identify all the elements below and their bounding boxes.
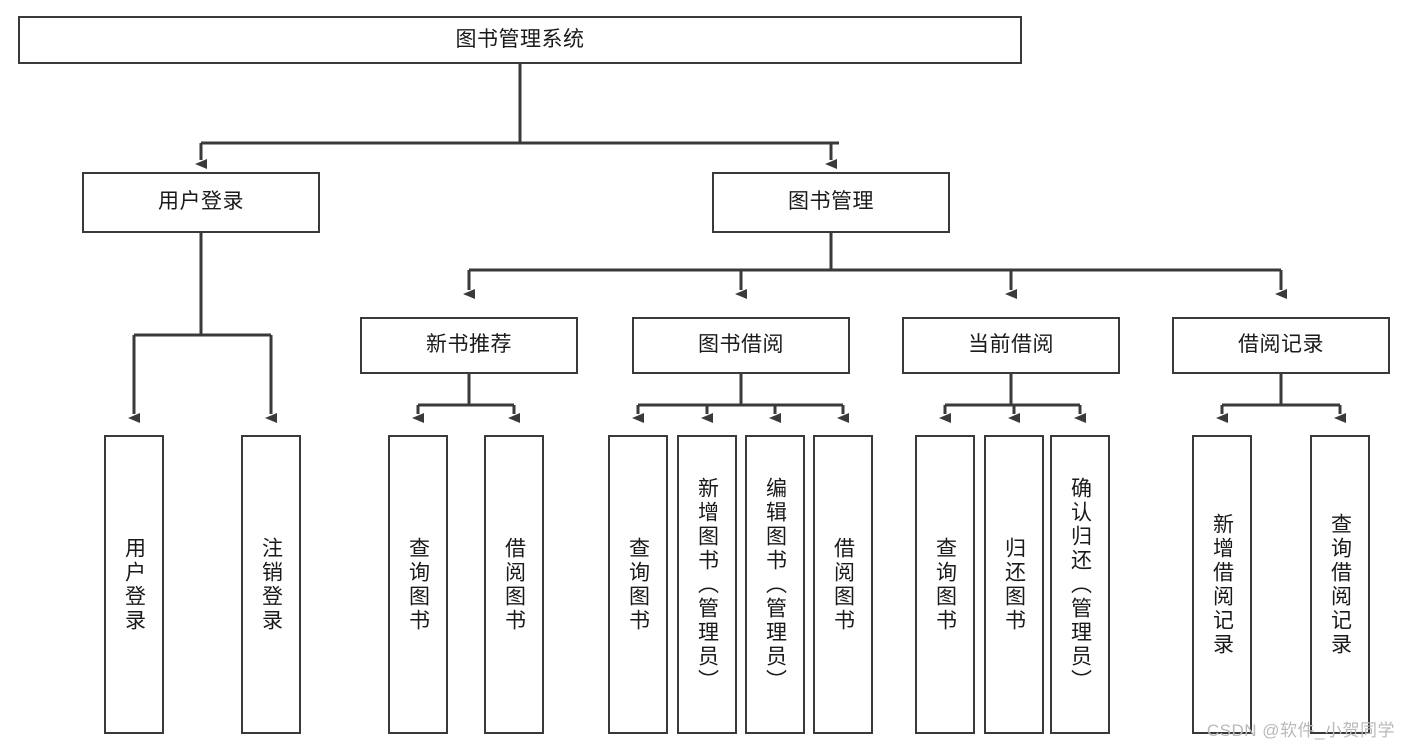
node-leaf-return-book[interactable]: 归还图书 [984, 435, 1044, 734]
node-root-label: 图书管理系统 [455, 27, 585, 51]
node-leaf-query-record[interactable]: 查询借阅记录 [1310, 435, 1370, 734]
node-leaf-add-book-label: 新增图书（管理员） [695, 476, 719, 693]
node-leaf-borrow-book-2-label: 借阅图书 [831, 536, 855, 633]
node-borrow-record-label: 借阅记录 [1238, 333, 1324, 357]
node-leaf-confirm-return[interactable]: 确认归还（管理员） [1050, 435, 1110, 734]
node-leaf-query-book-3-label: 查询图书 [933, 536, 957, 633]
node-book-manage-label: 图书管理 [788, 190, 874, 214]
node-leaf-borrow-book-1[interactable]: 借阅图书 [484, 435, 544, 734]
node-book-borrow[interactable]: 图书借阅 [632, 317, 850, 374]
node-new-book-rec[interactable]: 新书推荐 [360, 317, 578, 374]
node-leaf-query-book-1-label: 查询图书 [406, 536, 430, 633]
node-book-manage[interactable]: 图书管理 [712, 172, 950, 233]
node-current-borrow[interactable]: 当前借阅 [902, 317, 1120, 374]
node-leaf-user-logout[interactable]: 注销登录 [241, 435, 301, 734]
node-leaf-add-record[interactable]: 新增借阅记录 [1192, 435, 1252, 734]
node-leaf-edit-book-label: 编辑图书（管理员） [763, 476, 787, 693]
node-leaf-add-book[interactable]: 新增图书（管理员） [677, 435, 737, 734]
node-leaf-user-login-label: 用户登录 [122, 536, 146, 633]
node-leaf-add-record-label: 新增借阅记录 [1210, 512, 1234, 657]
node-leaf-query-record-label: 查询借阅记录 [1328, 512, 1352, 657]
node-user-login-label: 用户登录 [158, 190, 244, 214]
node-leaf-confirm-return-label: 确认归还（管理员） [1068, 476, 1092, 693]
node-leaf-query-book-2-label: 查询图书 [626, 536, 650, 633]
node-borrow-record[interactable]: 借阅记录 [1172, 317, 1390, 374]
node-current-borrow-label: 当前借阅 [968, 333, 1054, 357]
csdn-watermark: CSDN @软件_小贺同学 [1206, 721, 1395, 740]
node-leaf-query-book-1[interactable]: 查询图书 [388, 435, 448, 734]
node-leaf-query-book-2[interactable]: 查询图书 [608, 435, 668, 734]
node-leaf-borrow-book-1-label: 借阅图书 [502, 536, 526, 633]
node-new-book-rec-label: 新书推荐 [426, 333, 512, 357]
node-leaf-edit-book[interactable]: 编辑图书（管理员） [745, 435, 805, 734]
node-user-login[interactable]: 用户登录 [82, 172, 320, 233]
node-leaf-user-login[interactable]: 用户登录 [104, 435, 164, 734]
node-book-borrow-label: 图书借阅 [698, 333, 784, 357]
node-leaf-query-book-3[interactable]: 查询图书 [915, 435, 975, 734]
node-root[interactable]: 图书管理系统 [18, 16, 1022, 64]
node-leaf-return-book-label: 归还图书 [1002, 536, 1026, 633]
node-leaf-borrow-book-2[interactable]: 借阅图书 [813, 435, 873, 734]
node-leaf-user-logout-label: 注销登录 [259, 536, 283, 633]
